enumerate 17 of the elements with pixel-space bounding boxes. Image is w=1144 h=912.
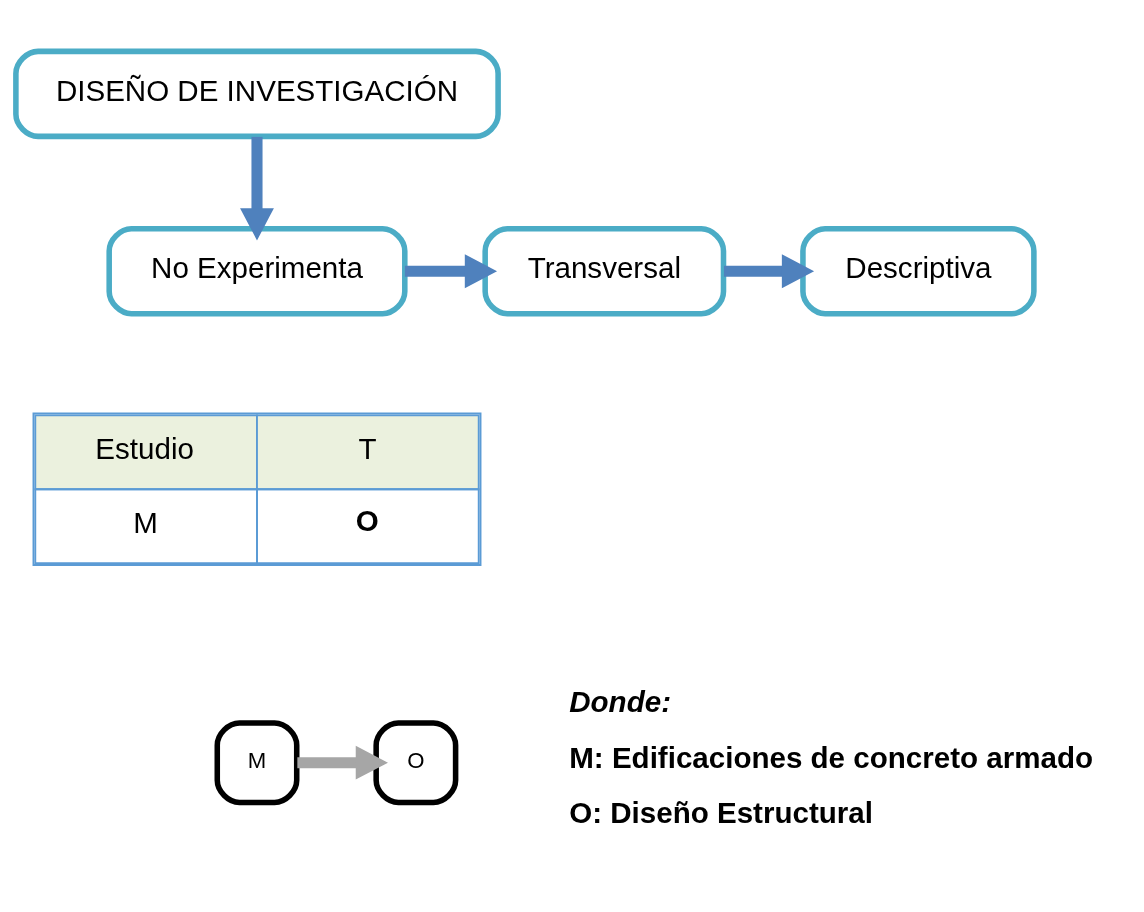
arrow [297, 745, 388, 780]
node-box: Descriptiva [800, 226, 1037, 317]
label: O [355, 504, 379, 538]
label: Estudio [95, 432, 194, 466]
label: T [358, 432, 377, 466]
arrow [723, 254, 815, 289]
label: O: Diseño Estructural [569, 796, 873, 830]
label: M [133, 506, 158, 540]
node-box: M [214, 720, 300, 806]
node-box: Transversal [482, 226, 727, 317]
arrow [404, 254, 498, 289]
label: Donde: [569, 685, 671, 719]
node-box: DISEÑO DE INVESTIGACIÓN [13, 48, 501, 140]
node-box: No Experimenta [106, 226, 408, 317]
node-box: O [373, 720, 459, 806]
label: M: Edificaciones de concreto armado [569, 740, 1093, 774]
arrow [240, 136, 274, 241]
